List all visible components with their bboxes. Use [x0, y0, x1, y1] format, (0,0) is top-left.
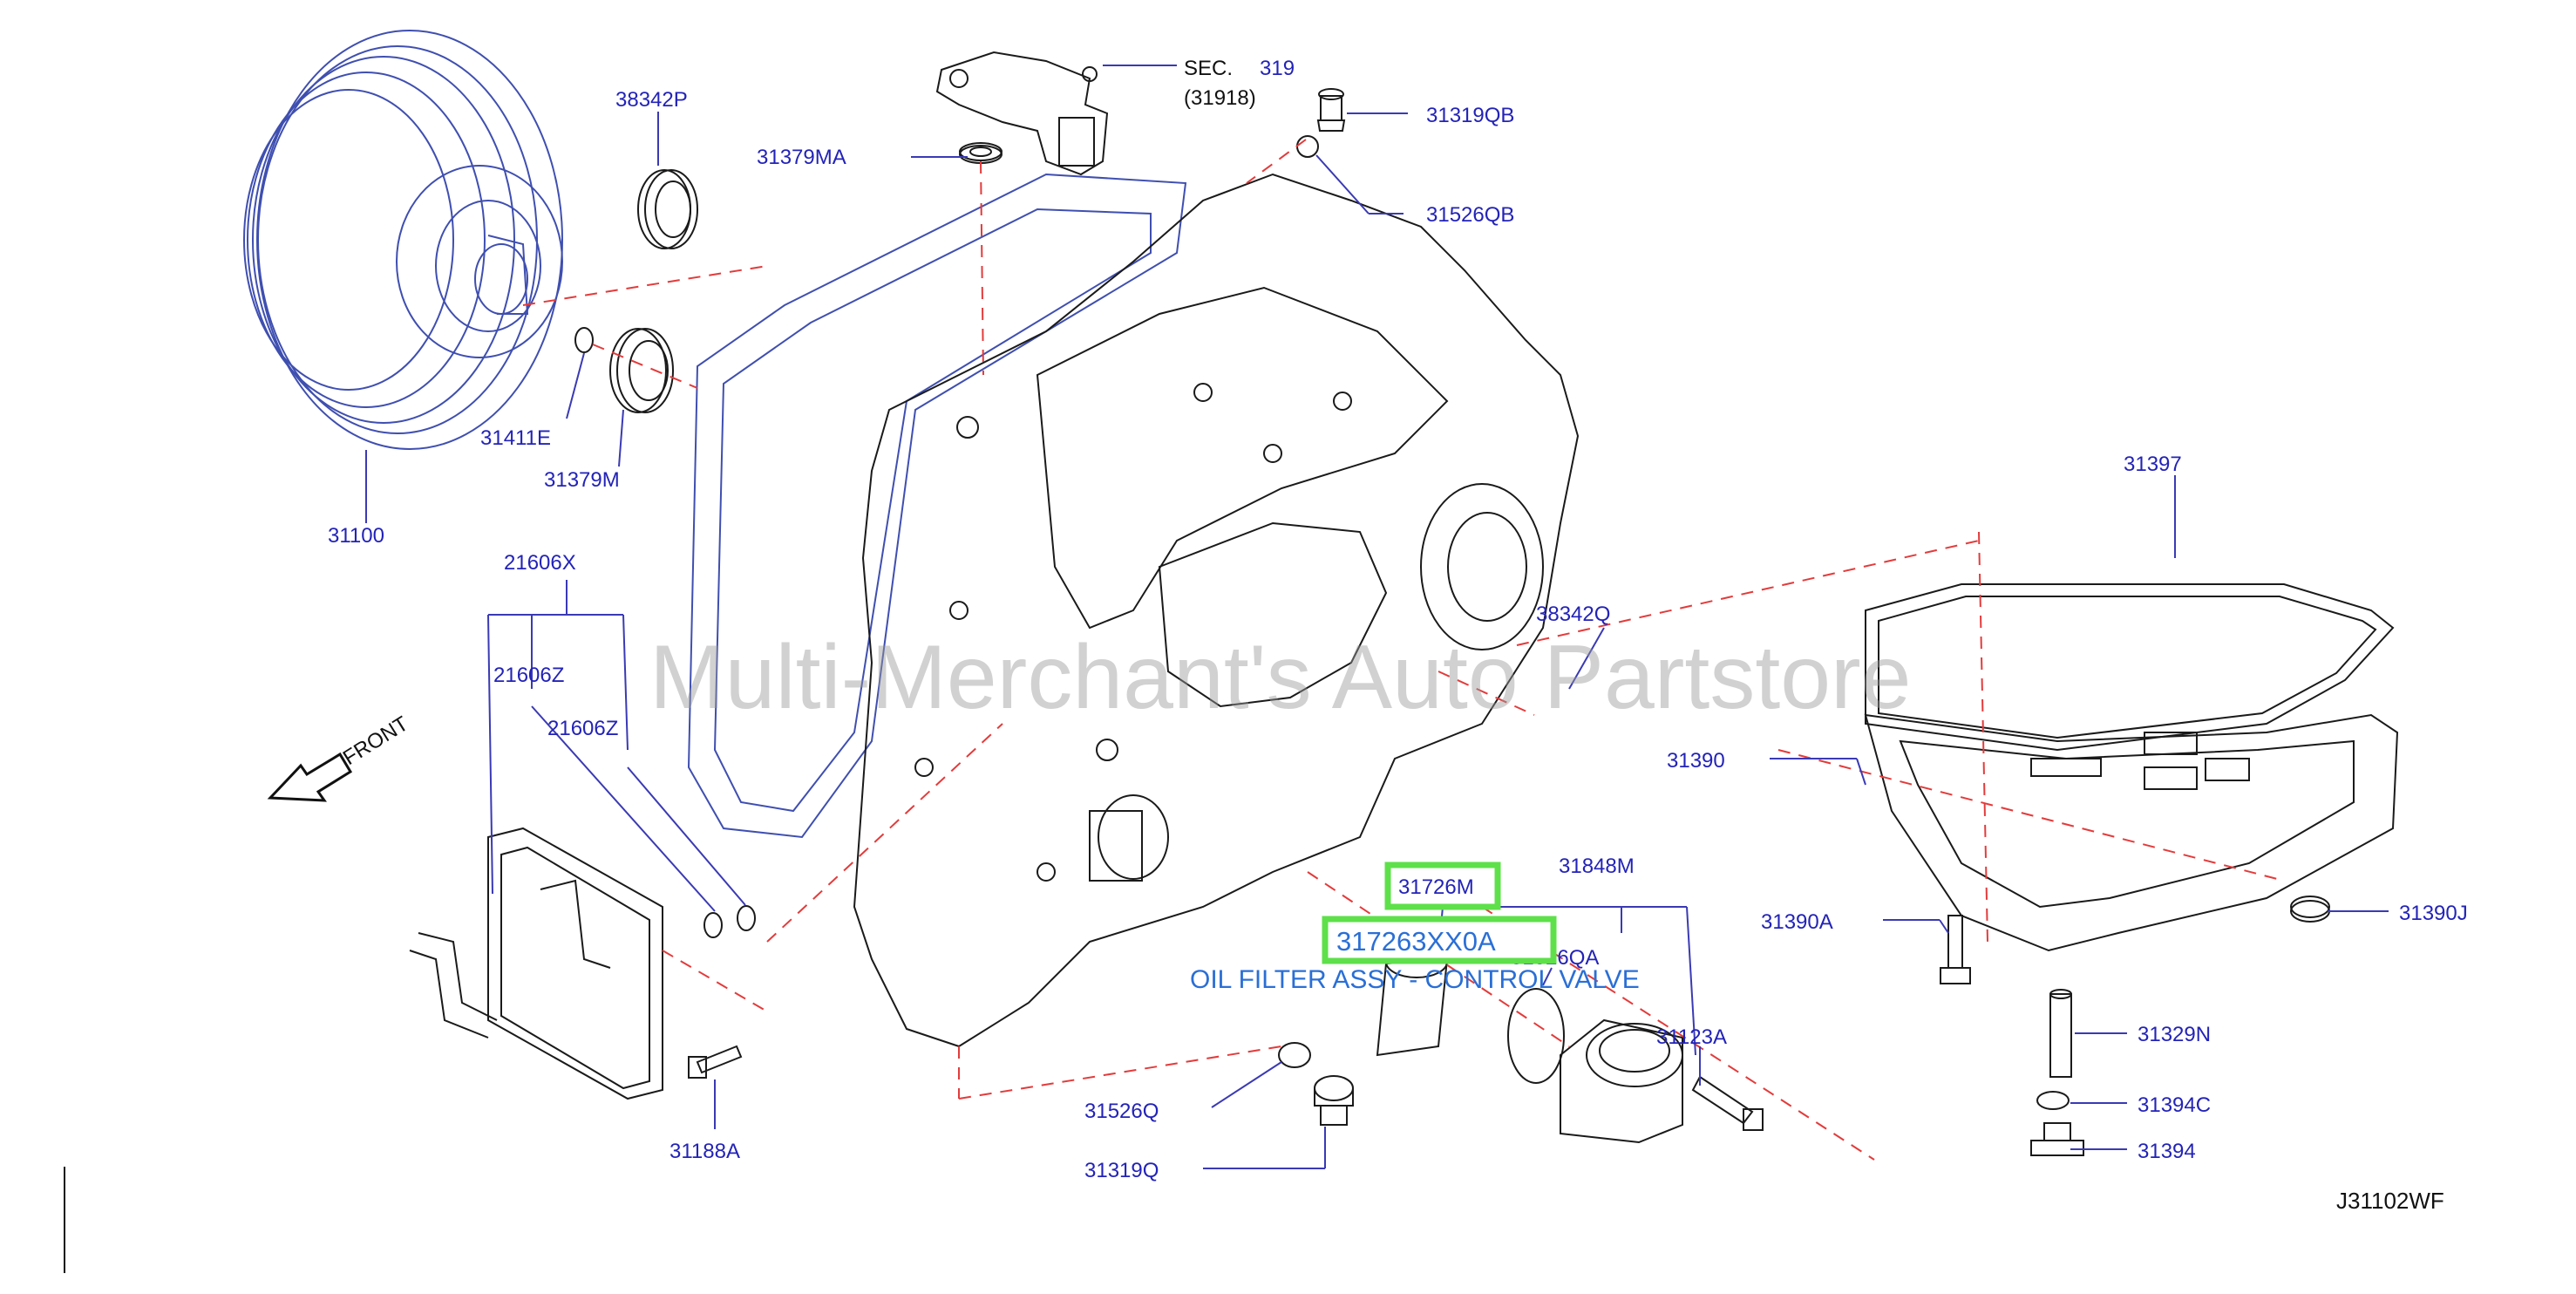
- oil-cooler-drawing: [409, 827, 663, 1100]
- callout-31188a[interactable]: 31188A: [669, 1140, 740, 1163]
- callout-31390[interactable]: 31390: [1667, 749, 1725, 773]
- callout-38342p[interactable]: 38342P: [615, 88, 688, 112]
- figure-code: J31102WF: [2336, 1188, 2444, 1214]
- highlight-part-number[interactable]: 317263XX0A: [1336, 926, 1496, 957]
- torque-converter-drawing: [243, 30, 563, 450]
- callout-38342q[interactable]: 38342Q: [1536, 603, 1610, 626]
- oring-31526qa-drawing: [1507, 988, 1565, 1084]
- callout-31526q[interactable]: 31526Q: [1084, 1100, 1159, 1123]
- callout-31100[interactable]: 31100: [328, 524, 384, 548]
- plug-31319q-drawing: [1314, 1075, 1354, 1126]
- seal-31379m-drawing: [609, 328, 674, 413]
- bolt-31123a-drawing: [1691, 1075, 1764, 1131]
- section-ref-label: SEC.: [1184, 57, 1233, 80]
- highlight-box-31726m: [1384, 862, 1501, 910]
- section-ref-number[interactable]: 319: [1260, 57, 1295, 80]
- oil-pan-gasket-drawing: [1865, 583, 2395, 752]
- bolt-31390a-drawing: [1940, 915, 1971, 984]
- callout-31397[interactable]: 31397: [2124, 453, 2182, 476]
- tube-31329n-drawing: [2049, 989, 2072, 1078]
- callout-31411e[interactable]: 31411E: [480, 426, 551, 450]
- seal-38342p-drawing: [637, 169, 698, 249]
- callout-31379m[interactable]: 31379M: [544, 468, 620, 492]
- callout-31390j[interactable]: 31390J: [2399, 902, 2468, 925]
- callouts: 31100 38342P 31379MA 31411E 31379M 31319…: [328, 88, 2468, 1182]
- callout-31394[interactable]: 31394: [2138, 1140, 2196, 1163]
- centerlines: [522, 139, 2285, 1161]
- callout-31394c[interactable]: 31394C: [2138, 1093, 2211, 1117]
- plug-31319qb-drawing: [1316, 88, 1346, 132]
- front-label: FRONT: [339, 712, 413, 770]
- leader-lines: [365, 65, 2389, 1169]
- callout-31319qb[interactable]: 31319QB: [1426, 104, 1514, 127]
- oil-pan-drawing: [1864, 713, 2399, 952]
- washer-31394c-drawing: [2036, 1091, 2070, 1110]
- front-arrow: [267, 752, 353, 802]
- callout-31726m[interactable]: 31726M: [1398, 875, 1474, 899]
- washer-31379ma-drawing: [959, 142, 1003, 164]
- callout-21606z-a[interactable]: 21606Z: [493, 664, 564, 687]
- highlight-description: OIL FILTER ASSY - CONTROL VALVE: [1190, 965, 1640, 994]
- orings-21606z-drawing: [703, 905, 756, 938]
- callout-31329n[interactable]: 31329N: [2138, 1023, 2211, 1046]
- transmission-case-drawing: [687, 173, 1580, 1048]
- callout-21606z-b[interactable]: 21606Z: [547, 717, 618, 740]
- bolt-31188a-drawing: [688, 1045, 743, 1079]
- plug-31394-drawing: [2030, 1122, 2084, 1156]
- callout-21606x[interactable]: 21606X: [504, 551, 576, 575]
- sensor-drawing: [935, 51, 1109, 176]
- callout-31848m[interactable]: 31848M: [1559, 855, 1635, 878]
- section-ref-subcode: (31918): [1184, 86, 1256, 110]
- washer-31526q-drawing: [1278, 1042, 1311, 1068]
- highlight-box-part-number: [1322, 916, 1557, 964]
- callout-31319q[interactable]: 31319Q: [1084, 1159, 1159, 1182]
- washer-31526qb-drawing: [1296, 135, 1319, 158]
- callout-31379ma[interactable]: 31379MA: [757, 146, 846, 169]
- watermark: Multi-Merchant's Auto Partstore: [649, 627, 1912, 728]
- oil-filter-31726m-drawing: [1560, 1018, 1683, 1144]
- callout-31123a[interactable]: 31123A: [1656, 1025, 1727, 1049]
- callout-31390a[interactable]: 31390A: [1761, 910, 1833, 934]
- washer-31390j-drawing: [2290, 896, 2330, 923]
- callout-31526qb[interactable]: 31526QB: [1426, 203, 1514, 227]
- oring-31411e-drawing: [574, 327, 594, 353]
